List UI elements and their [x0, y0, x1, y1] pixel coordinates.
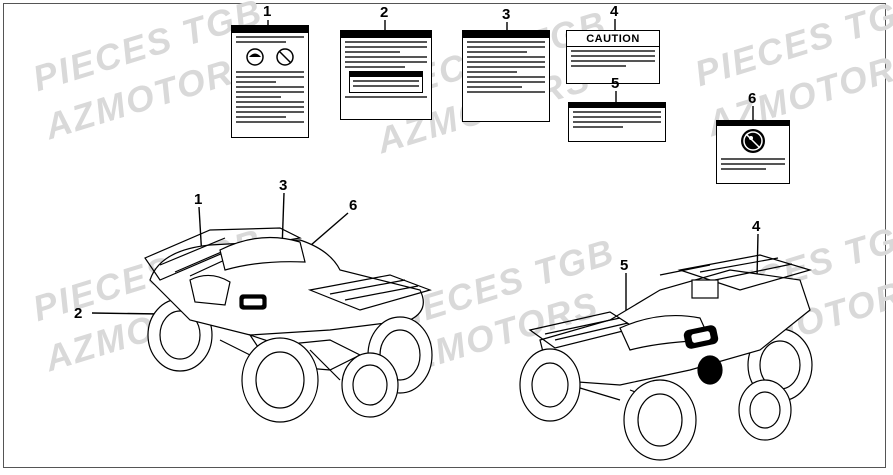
warning-label-1: [231, 25, 309, 138]
warning-label-5: [568, 102, 666, 142]
helmet-icon: [246, 48, 294, 66]
caution-label-4: CAUTION: [566, 30, 660, 84]
atv-front-view: [519, 254, 813, 461]
callout-number: 5: [620, 257, 629, 274]
callout-number: 5: [611, 75, 620, 92]
no-passenger-icon: [741, 129, 765, 153]
callout-number: 3: [502, 6, 511, 23]
caution-heading: CAUTION: [567, 31, 659, 47]
callout-number: 3: [279, 177, 288, 194]
callout-number: 4: [752, 218, 761, 235]
warning-label-6: [716, 120, 790, 184]
callout-number: 6: [349, 197, 358, 214]
callout-number: 2: [74, 305, 83, 322]
atv-rear-view: [144, 227, 433, 423]
callout-number: 1: [194, 191, 203, 208]
warning-label-2: [340, 30, 432, 120]
tire-pressure-table: [349, 71, 423, 93]
diagram-frame: [3, 3, 886, 468]
callout-number: 1: [263, 3, 272, 20]
warning-label-3: [462, 30, 550, 122]
callout-number: 4: [610, 3, 619, 20]
callout-number: 2: [380, 4, 389, 21]
callout-number: 6: [748, 90, 757, 107]
